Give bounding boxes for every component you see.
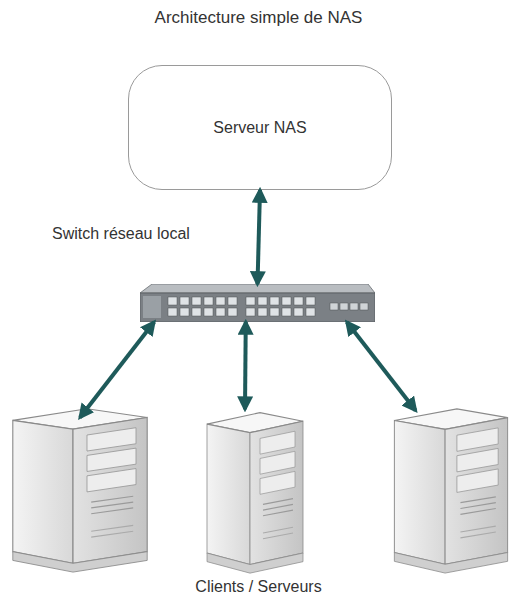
double-arrow-link	[80, 322, 154, 418]
double-arrow-link	[243, 322, 248, 409]
server-tower	[10, 400, 150, 575]
node-label: Serveur NAS	[213, 119, 306, 137]
nas-server-box: Serveur NAS	[128, 65, 392, 190]
server-illustration	[205, 404, 305, 576]
server-illustration	[392, 400, 510, 576]
device-label: Switch réseau local	[52, 225, 190, 243]
double-arrow-link	[347, 322, 416, 411]
diagram-title: Architecture simple de NAS	[0, 8, 517, 28]
server-tower	[392, 400, 510, 576]
switch-illustration	[140, 284, 375, 322]
server-illustration	[10, 400, 150, 575]
double-arrow-link	[258, 190, 261, 284]
network-switch: Switch réseau local	[140, 284, 375, 322]
caption-label: Clients / Serveurs	[0, 578, 517, 596]
server-tower	[205, 404, 305, 576]
